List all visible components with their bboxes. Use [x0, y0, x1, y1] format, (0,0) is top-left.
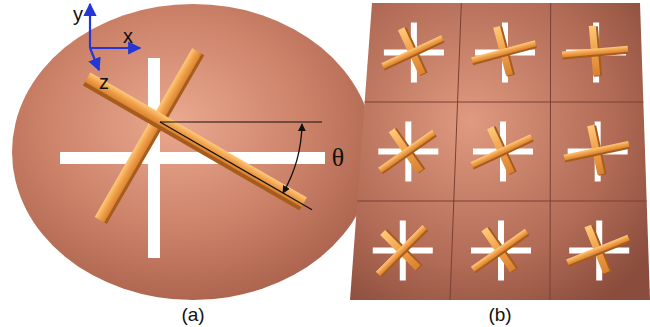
unit-cell	[372, 15, 453, 89]
angle-arc	[283, 124, 302, 193]
cell-border	[365, 102, 644, 103]
unit-cell	[465, 18, 542, 84]
metal-disk	[12, 4, 374, 300]
unit-cell	[558, 213, 638, 285]
unit-cell	[360, 209, 443, 292]
unit-cell	[458, 210, 541, 290]
reference-line	[160, 121, 322, 122]
gold-cross	[458, 210, 541, 290]
metasurface-array	[350, 3, 650, 300]
unit-cell	[559, 118, 634, 182]
axis-label: y	[73, 4, 83, 24]
angle-label: θ	[332, 145, 344, 171]
unit-cell	[461, 114, 542, 188]
gold-cross	[558, 213, 638, 285]
gold-cross	[372, 15, 453, 89]
panel-label: (a)	[181, 305, 204, 324]
gold-cross	[360, 209, 443, 292]
cell-border	[450, 3, 461, 300]
gold-cross	[560, 23, 630, 80]
axis-arrow	[89, 4, 91, 48]
gold-cross	[465, 18, 542, 84]
axis-arrow	[90, 48, 99, 70]
cross-slot	[60, 152, 325, 164]
gold-cross	[461, 114, 542, 188]
array-ground	[350, 3, 650, 300]
gold-cross	[365, 111, 448, 191]
reference-line	[160, 122, 312, 210]
cell-border	[357, 201, 646, 202]
cell-border	[550, 3, 552, 300]
panel-label: (b)	[488, 305, 511, 324]
axis-label: z	[99, 72, 109, 92]
unit-cell	[365, 111, 448, 191]
gold-cross	[559, 118, 634, 182]
axis-label: x	[123, 26, 133, 46]
axis-arrow	[90, 47, 140, 49]
unit-cell	[560, 23, 630, 83]
cross-slot	[148, 58, 160, 258]
